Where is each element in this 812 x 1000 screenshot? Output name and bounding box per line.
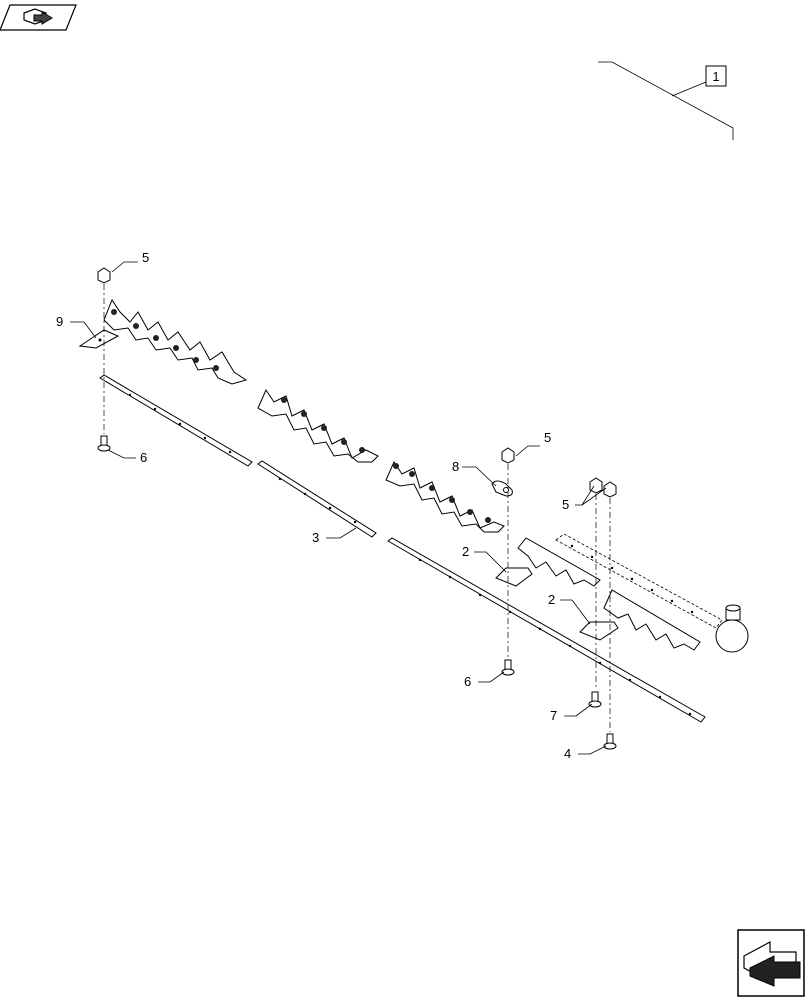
callout-6-left: 6 <box>140 450 147 465</box>
callouts: 5 9 6 8 5 5 2 2 3 6 7 4 <box>56 250 571 761</box>
clip-part-8 <box>491 480 513 497</box>
knife-head-bar <box>555 533 723 629</box>
section-part-2-a <box>495 567 533 587</box>
nut-part-5-right-a <box>589 477 603 494</box>
callout-4: 4 <box>564 746 571 761</box>
assembly-label: 1 <box>712 69 719 84</box>
callout-2-b: 2 <box>548 592 555 607</box>
nut-part-5-center <box>501 447 515 464</box>
guard-sections-right-a <box>517 537 601 587</box>
book-arrow-icon <box>23 8 53 25</box>
callout-5-center: 5 <box>544 430 551 445</box>
callout-6-center: 6 <box>464 674 471 689</box>
next-page-button[interactable] <box>737 929 805 997</box>
callout-5-left: 5 <box>142 250 149 265</box>
guard-sections-right-b <box>603 589 701 651</box>
bolt-part-7 <box>588 691 602 708</box>
leader-lines <box>70 261 607 755</box>
knife-sections-row-c <box>385 460 505 533</box>
callout-3: 3 <box>312 530 319 545</box>
bolt-part-6-left <box>97 435 111 452</box>
alignment-lines <box>103 284 611 732</box>
callout-8: 8 <box>452 459 459 474</box>
next-page-arrow-icon <box>743 940 801 987</box>
book-nav-button[interactable] <box>0 4 77 31</box>
assembly-reference: 1 <box>598 61 734 140</box>
knife-sections-row-a <box>103 298 248 385</box>
knife-back-bar <box>99 374 706 723</box>
nut-part-5-right-b <box>603 481 617 498</box>
bolt-part-4 <box>603 733 617 750</box>
callout-2-a: 2 <box>462 544 469 559</box>
callout-5-right: 5 <box>562 497 569 512</box>
nut-part-5-left <box>97 267 111 284</box>
knife-sections-row-b <box>257 388 379 463</box>
knife-head-connector <box>715 604 749 653</box>
section-part-2-b <box>579 621 619 641</box>
callout-7: 7 <box>550 708 557 723</box>
single-section-part-9 <box>78 329 120 349</box>
bolt-part-6-center <box>501 659 515 676</box>
callout-9: 9 <box>56 314 63 329</box>
